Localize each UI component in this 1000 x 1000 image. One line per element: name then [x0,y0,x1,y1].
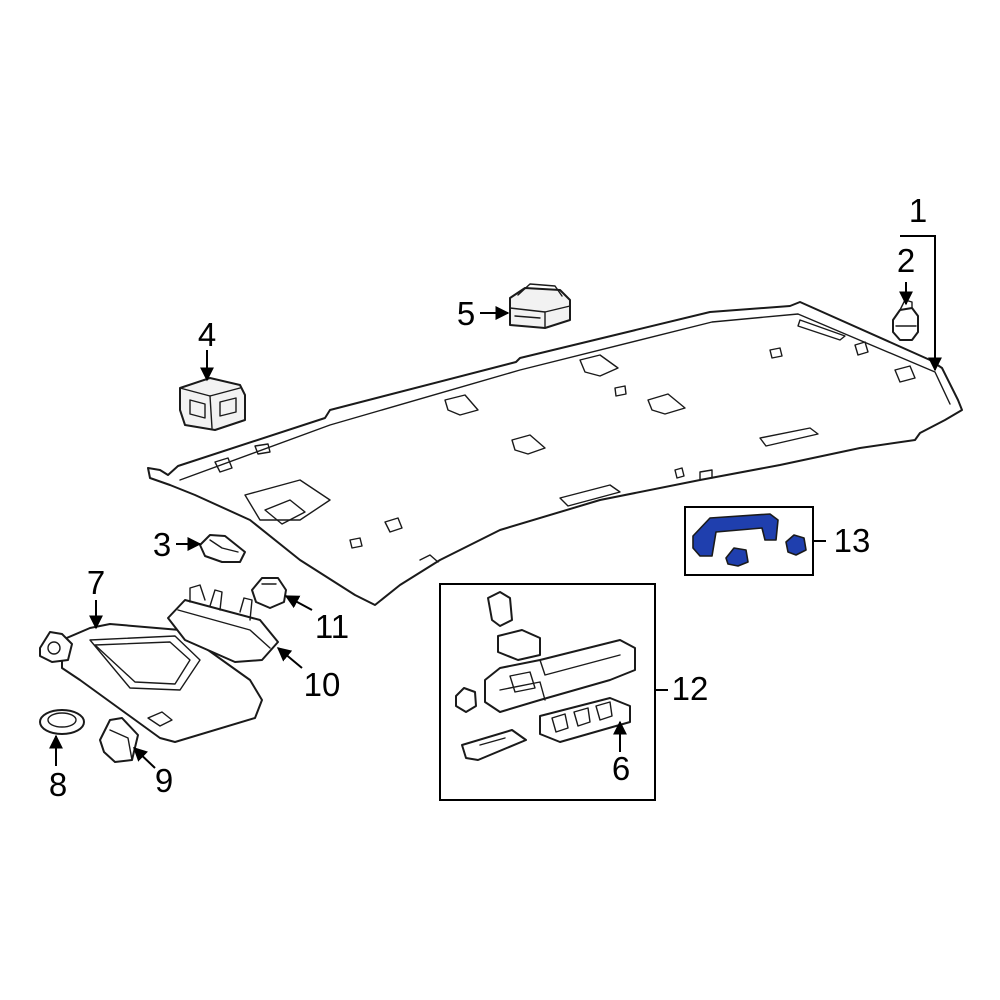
callout-7: 7 [87,564,105,601]
callout-3: 3 [153,526,171,563]
callout-11: 11 [315,608,349,645]
mounting-bracket[interactable] [179,377,246,431]
callout-labels: 1 2 3 4 5 6 7 8 9 10 11 12 13 [49,192,927,803]
sun-visor[interactable] [39,623,263,743]
callout-12: 12 [672,670,709,707]
visor-holder-clip[interactable] [199,534,246,563]
callout-5: 5 [457,295,475,332]
overhead-module[interactable] [509,283,571,329]
visor-holder[interactable] [99,717,139,763]
callout-1: 1 [909,192,927,229]
lamp-bulb[interactable] [251,577,287,609]
callout-8: 8 [49,766,67,803]
callout-10: 10 [304,666,341,703]
retainer-clip[interactable] [892,299,919,341]
callout-2: 2 [897,242,915,279]
console-switch-part[interactable] [487,591,513,627]
grab-handle-box [684,506,814,576]
visor-cap[interactable] [39,709,85,735]
callout-13: 13 [834,522,871,559]
console-bracket[interactable] [461,729,527,761]
console-housing[interactable] [484,639,636,713]
overhead-console-box [439,583,656,801]
grab-handle[interactable] [692,513,807,567]
callout-9: 9 [155,762,173,799]
callout-4: 4 [198,316,216,353]
callout-6: 6 [612,750,630,787]
switch-panel[interactable] [539,697,631,743]
lamp-housing[interactable] [167,584,279,663]
console-connector[interactable] [455,687,477,713]
leader-lines [49,235,942,769]
headliner-panel[interactable] [147,301,963,606]
console-cover-part[interactable] [497,629,541,661]
